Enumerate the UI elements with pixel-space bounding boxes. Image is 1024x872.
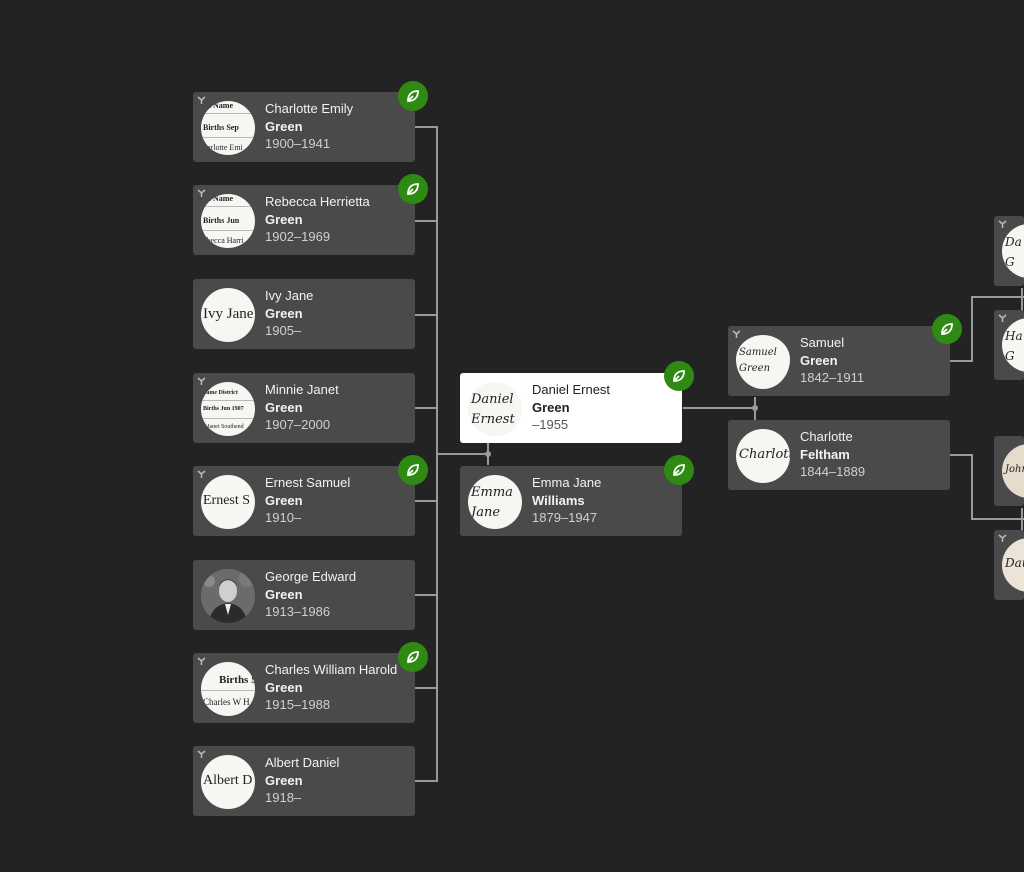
child-dates: 1902–1969	[265, 229, 331, 244]
leaf-hint-icon[interactable]	[398, 455, 428, 485]
grandparent-photo: John	[1002, 444, 1024, 498]
father-given-name: Samuel	[800, 335, 845, 350]
child-surname: Green	[265, 305, 303, 321]
branch-icon	[197, 750, 206, 758]
child-dates: 1910–	[265, 510, 302, 525]
mother-dates: 1844–1889	[800, 464, 866, 479]
leaf-hint-icon[interactable]	[664, 361, 694, 391]
father-card[interactable]: Samuel Green Samuel Green 1842–1911	[728, 326, 950, 396]
leaf-hint-icon[interactable]	[664, 455, 694, 485]
child-photo: Ivy Jane	[201, 288, 255, 342]
child-surname: Green	[265, 118, 303, 134]
child-card-7[interactable]: Births S Charles W H Charles William Har…	[193, 653, 415, 723]
leaf-hint-icon[interactable]	[398, 81, 428, 111]
child-surname: Green	[265, 679, 303, 695]
mother-photo: Charlotte	[736, 429, 790, 483]
branch-icon	[197, 470, 206, 478]
mother-given-name: Charlotte	[800, 429, 853, 444]
child-card-8[interactable]: Albert D Albert Daniel Green 1918–	[193, 746, 415, 816]
child-given-name: Ivy Jane	[265, 288, 314, 303]
leaf-hint-icon[interactable]	[398, 642, 428, 672]
spouse-given-name: Emma Jane	[532, 475, 602, 490]
child-card-5[interactable]: Ernest S Ernest Samuel Green 1910–	[193, 466, 415, 536]
branch-icon	[998, 314, 1007, 322]
leaf-hint-icon[interactable]	[398, 174, 428, 204]
grandparent-card-2[interactable]: Ha G	[994, 310, 1024, 380]
child-dates: 1913–1986	[265, 604, 331, 619]
branch-icon	[197, 657, 206, 665]
child-card-3[interactable]: Ivy Jane Ivy Jane Green 1905–	[193, 279, 415, 349]
child-card-6[interactable]: George Edward Green 1913–1986	[193, 560, 415, 630]
child-given-name: Minnie Janet	[265, 382, 339, 397]
grandparent-card-3[interactable]: John	[994, 436, 1024, 506]
child-given-name: Ernest Samuel	[265, 475, 351, 490]
spouse-photo: Emma Jane	[468, 475, 522, 529]
grandparent-card-1[interactable]: Da G	[994, 216, 1024, 286]
grandparent-photo: Dau	[1002, 538, 1024, 592]
child-given-name: Rebecca Herrietta	[265, 194, 370, 209]
leaf-hint-icon[interactable]	[932, 314, 962, 344]
branch-icon	[998, 534, 1007, 542]
mother-surname: Feltham	[800, 446, 850, 462]
grandparent-card-4[interactable]: Dau	[994, 530, 1024, 600]
child-dates: 1918–	[265, 790, 302, 805]
branch-icon	[197, 96, 206, 104]
branch-icon	[197, 377, 206, 385]
child-photo: ed Name Births Sep harlotte Emi	[201, 101, 255, 155]
branch-icon	[998, 220, 1007, 228]
focus-person-photo: Daniel Ernest	[468, 382, 522, 436]
child-given-name: Charles William Harold	[265, 662, 398, 677]
spouse-surname: Williams	[532, 492, 585, 508]
child-card-2[interactable]: ed Name Births Jun ebecca Harri Rebecca …	[193, 185, 415, 255]
child-given-name: George Edward	[265, 569, 357, 584]
child-photo: Births S Charles W H	[201, 662, 255, 716]
child-given-name: Albert Daniel	[265, 755, 340, 770]
father-dates: 1842–1911	[800, 370, 865, 385]
focus-person-card[interactable]: Daniel Ernest Daniel Ernest Green –1955	[460, 373, 682, 443]
child-dates: 1900–1941	[265, 136, 331, 151]
grandparent-photo: Da G	[1002, 224, 1024, 278]
branch-icon	[732, 330, 741, 338]
child-photo: Albert D	[201, 755, 255, 809]
child-surname: Green	[265, 586, 303, 602]
child-photo: ed Name Births Jun ebecca Harri	[201, 194, 255, 248]
branch-icon	[197, 189, 206, 197]
child-surname: Green	[265, 772, 303, 788]
child-dates: 1905–	[265, 323, 302, 338]
focus-given-name: Daniel Ernest	[532, 382, 611, 397]
child-surname: Green	[265, 399, 303, 415]
child-photo: name District Births Jun 1907 e Janet So…	[201, 382, 255, 436]
mother-card[interactable]: Charlotte Charlotte Feltham 1844–1889	[728, 420, 950, 490]
focus-dates: –1955	[532, 417, 569, 432]
spouse-dates: 1879–1947	[532, 510, 598, 525]
child-surname: Green	[265, 211, 303, 227]
child-card-1[interactable]: ed Name Births Sep harlotte Emi Charlott…	[193, 92, 415, 162]
child-given-name: Charlotte Emily	[265, 101, 354, 116]
grandparent-photo: Ha G	[1002, 318, 1024, 372]
child-card-4[interactable]: name District Births Jun 1907 e Janet So…	[193, 373, 415, 443]
father-surname: Green	[800, 352, 838, 368]
father-photo: Samuel Green	[736, 335, 790, 389]
child-dates: 1907–2000	[265, 417, 331, 432]
child-dates: 1915–1988	[265, 697, 331, 712]
focus-surname: Green	[532, 399, 570, 415]
child-surname: Green	[265, 492, 303, 508]
spouse-card[interactable]: Emma Jane Emma Jane Williams 1879–1947	[460, 466, 682, 536]
person-photo	[201, 569, 255, 623]
child-photo: Ernest S	[201, 475, 255, 529]
